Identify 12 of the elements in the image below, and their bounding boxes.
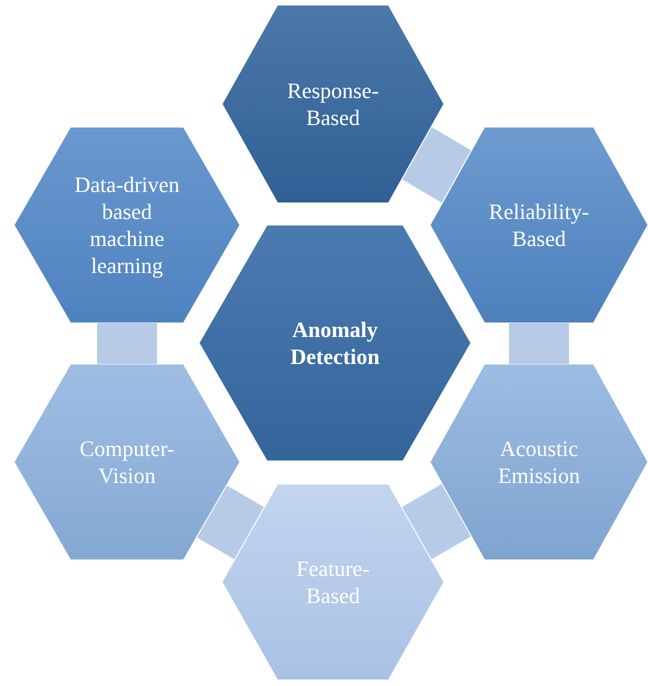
hexagon-label: Computer-Vision bbox=[78, 435, 176, 489]
hexagon-label: Reliability-Based bbox=[488, 198, 590, 252]
connector-band bbox=[97, 323, 157, 364]
hexagon-label: Response-Based bbox=[286, 77, 380, 131]
connector-band bbox=[401, 127, 472, 203]
connector-band bbox=[509, 323, 569, 364]
hexagon-label: Feature-Based bbox=[295, 555, 371, 609]
connector-band bbox=[196, 485, 265, 560]
hexagon-label: Anomaly Detection bbox=[289, 316, 381, 370]
connector-band bbox=[401, 484, 472, 560]
hexagon-label: Acoustic Emission bbox=[497, 435, 581, 489]
hexagon-label: Data-driven based machine learning bbox=[73, 171, 181, 279]
